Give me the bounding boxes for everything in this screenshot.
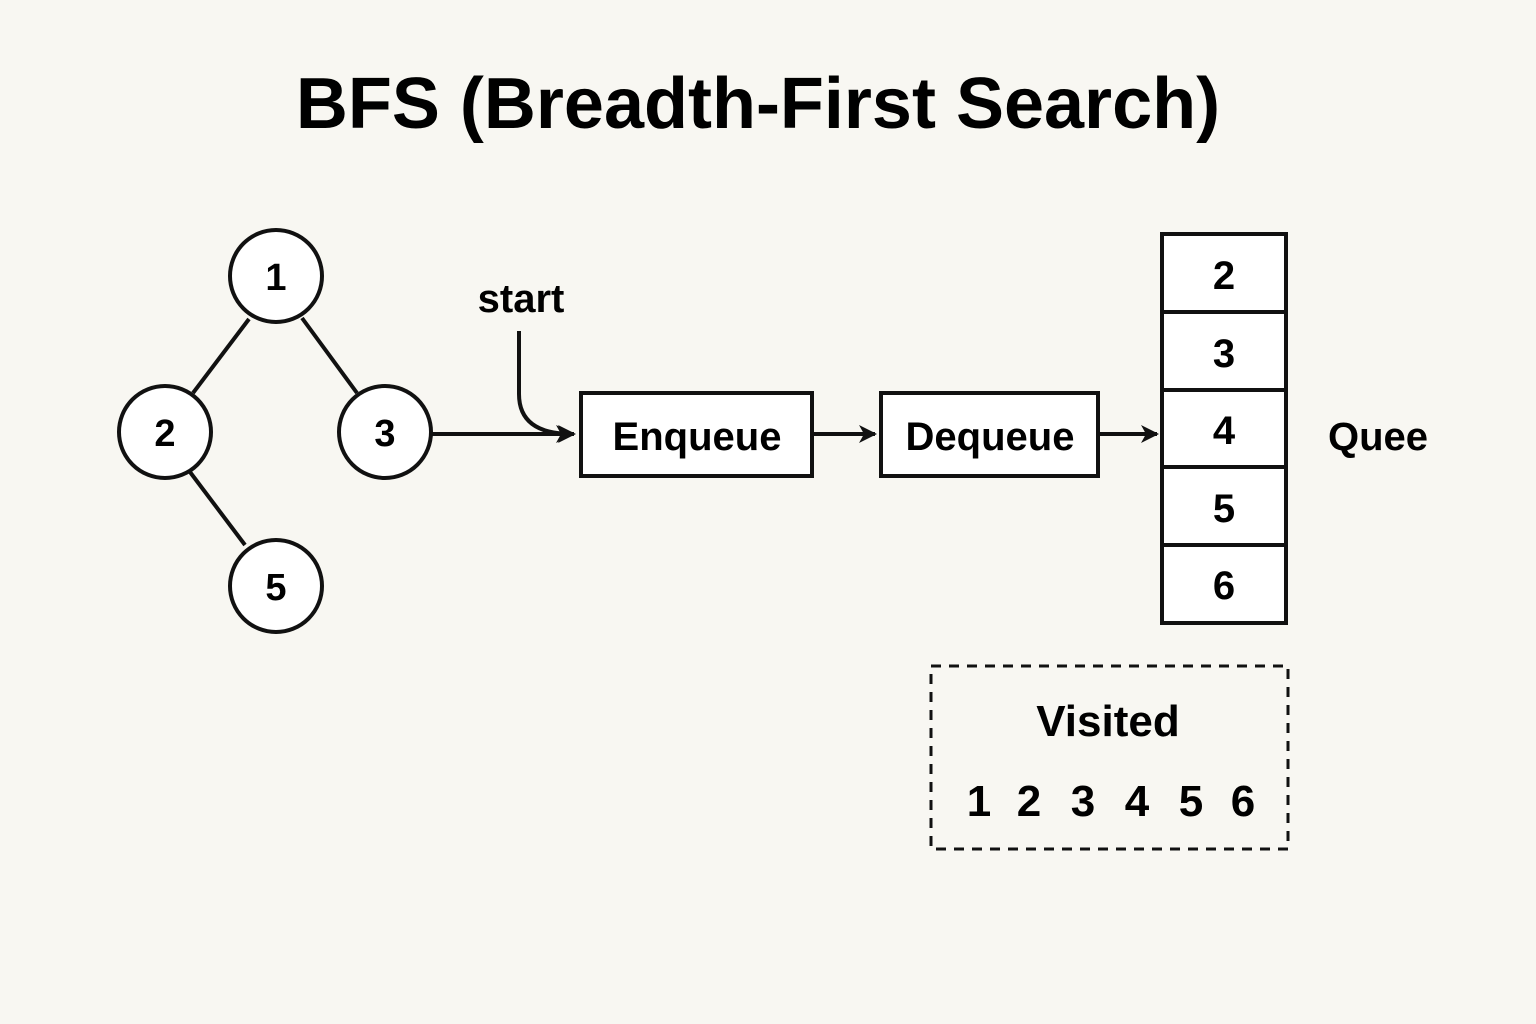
- visited-item-4: 4: [1125, 777, 1150, 826]
- visited-title: Visited: [1036, 697, 1179, 746]
- queue-label: Quee: [1328, 415, 1428, 459]
- queue-stack: 2 3 4 5 6: [1160, 232, 1288, 625]
- queue-item-4: 5: [1213, 487, 1235, 531]
- graph-node-1: 1: [228, 228, 324, 324]
- queue-item-2: 3: [1213, 332, 1235, 376]
- visited-item-2: 2: [1017, 777, 1041, 826]
- graph-node-5-label: 5: [265, 567, 286, 609]
- visited-item-3: 3: [1071, 777, 1095, 826]
- graph-node-2-label: 2: [154, 413, 175, 455]
- visited-item-1: 1: [967, 777, 991, 826]
- graph-node-2: 2: [117, 384, 213, 480]
- start-label: start: [478, 277, 565, 321]
- graph-node-3: 3: [337, 384, 433, 480]
- queue-item-5: 6: [1213, 564, 1235, 608]
- graph-node-3-label: 3: [374, 413, 395, 455]
- graph-node-5: 5: [228, 538, 324, 634]
- visited-item-5: 5: [1179, 777, 1203, 826]
- graph-node-1-label: 1: [265, 257, 286, 299]
- edge-1-2: [191, 317, 251, 395]
- edge-1-3: [300, 316, 359, 395]
- enqueue-box: Enqueue: [579, 391, 814, 478]
- queue-item-1: 2: [1213, 254, 1235, 298]
- queue-item-3: 4: [1213, 409, 1236, 453]
- edge-2-5: [188, 470, 247, 547]
- start-arrow: [517, 331, 574, 443]
- enqueue-label: Enqueue: [613, 415, 782, 459]
- diagram-title: BFS (Breadth-First Search): [296, 64, 1220, 144]
- dequeue-box: Dequeue: [879, 391, 1100, 478]
- visited-item-6: 6: [1231, 777, 1255, 826]
- dequeue-label: Dequeue: [906, 415, 1075, 459]
- visited-box: Visited 1 2 3 4 5 6: [929, 664, 1290, 851]
